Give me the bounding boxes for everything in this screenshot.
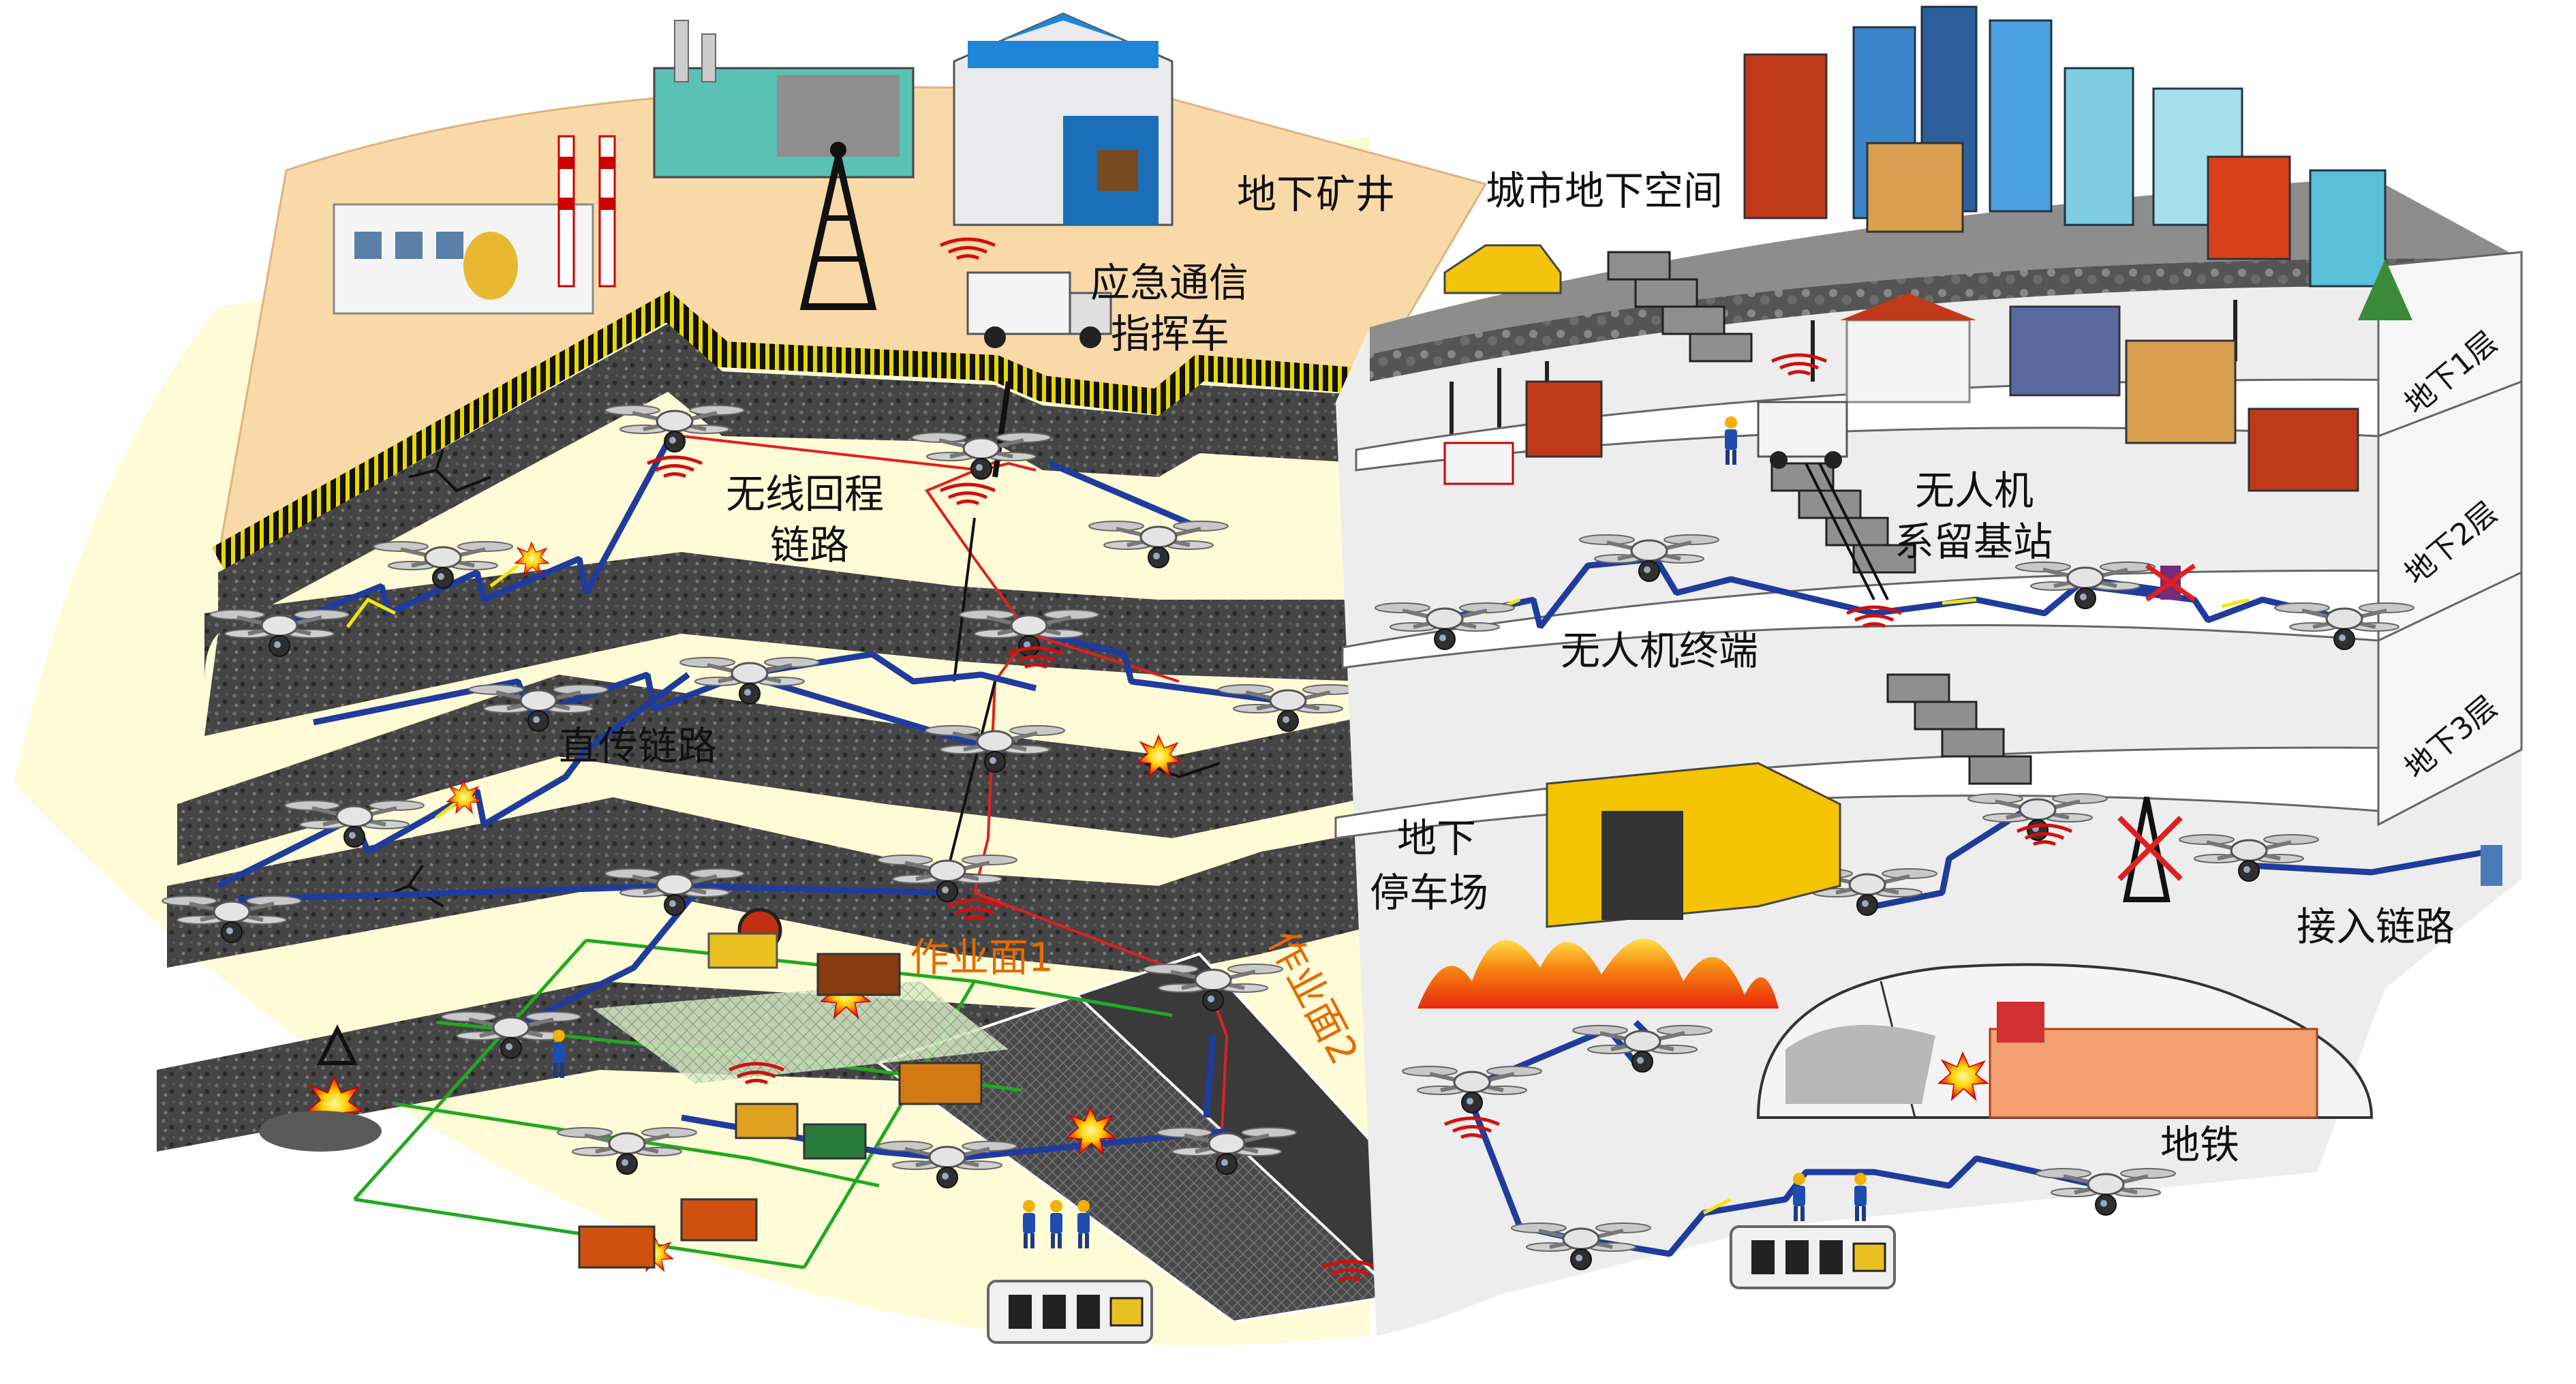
tethered-station-vehicle-icon	[1725, 401, 1848, 469]
label-parking-line1: 地下	[1397, 815, 1476, 861]
signal-tower-icon	[799, 142, 877, 310]
subway-tunnel-icon	[1756, 963, 2374, 1119]
label-emergency-vehicle-line2: 指挥车	[1111, 311, 1229, 357]
label-underground-mine: 地下矿井	[1237, 171, 1395, 217]
b1-shop-icons	[1443, 293, 2359, 492]
underground-mine-section	[14, 12, 1503, 1345]
label-uav-terminal: 无人机终端	[1561, 628, 1758, 674]
mining-machine-icons	[259, 908, 983, 1269]
city-building-icons	[1743, 5, 2412, 320]
city-terminal-devices	[1730, 1173, 1896, 1289]
mine-terminal-devices	[987, 1280, 1153, 1344]
emergency-command-vehicle-icon	[966, 271, 1112, 348]
direct-link-glow	[346, 564, 764, 819]
label-access-link: 接入链路	[2297, 904, 2455, 950]
label-direct-link: 直传链路	[559, 723, 717, 769]
disabled-tower-icons	[2117, 564, 2502, 902]
label-urban-underground-space: 城市地下空间	[1486, 168, 1723, 214]
mine-rock-wall-1	[218, 324, 1370, 634]
label-work-face-1: 作业面1	[910, 934, 1054, 981]
label-wireless-backhaul-line2: 链路	[770, 522, 849, 568]
label-wireless-backhaul-line1: 无线回程	[726, 471, 884, 517]
mine-rock-wall-2	[204, 552, 1370, 736]
label-tethered-station-line2: 系留基站	[1895, 519, 2053, 565]
label-subway: 地铁	[2160, 1122, 2239, 1168]
parking-garage-icon	[1417, 762, 1841, 1009]
taxi-icon	[1443, 244, 1562, 294]
label-parking-line2: 停车场	[1370, 870, 1488, 916]
label-tethered-station-line1: 无人机	[1915, 467, 2034, 514]
label-emergency-vehicle-line1: 应急通信	[1090, 260, 1248, 306]
factory-icon	[333, 20, 915, 315]
urban-underground-section	[1334, 5, 2523, 1336]
mine-rock-wall-3	[177, 675, 1370, 865]
warehouse-icon	[953, 12, 1174, 226]
